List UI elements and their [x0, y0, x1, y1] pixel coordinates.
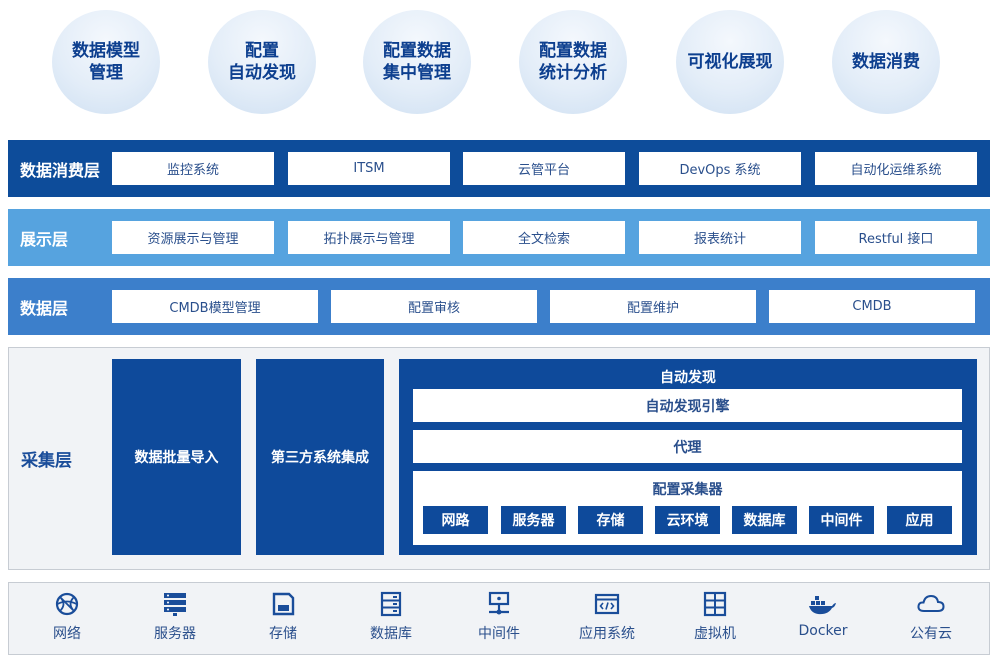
infra-item-database: 数据库 [343, 591, 439, 649]
server-icon [164, 593, 186, 616]
infra-label-application: 应用系统 [579, 626, 635, 642]
collector-item-database: 数据库 [732, 506, 797, 534]
data-layer-label: 数据层 [20, 299, 69, 318]
circle-data-consumption: 数据消费 [832, 10, 940, 114]
auto-discovery-engine: 自动发现引擎 [413, 389, 962, 422]
data-item-cmdb: CMDB [769, 290, 975, 323]
consumption-item-automation: 自动化运维系统 [815, 152, 977, 185]
data-item-audit: 配置审核 [331, 290, 537, 323]
infra-label-server: 服务器 [154, 626, 196, 642]
infra-label-cloud: 公有云 [910, 626, 952, 642]
infra-item-middleware: 中间件 [451, 591, 547, 649]
infra-label-virtual-machine: 虚拟机 [694, 626, 736, 642]
circle-statistical-analysis: 配置数据 统计分析 [519, 10, 627, 114]
consumption-layer: 数据消费层 监控系统 ITSM 云管平台 DevOps 系统 自动化运维系统 [8, 140, 990, 197]
infra-label-docker: Docker [798, 623, 848, 639]
infra-label-network: 网络 [53, 626, 81, 642]
consumption-layer-label: 数据消费层 [20, 161, 101, 180]
infra-label-database: 数据库 [370, 626, 412, 642]
infra-item-cloud: 公有云 [883, 591, 979, 649]
middleware-icon [488, 591, 510, 615]
infra-label-middleware: 中间件 [478, 626, 520, 642]
collector-item-cloud-env: 云环境 [655, 506, 720, 534]
data-item-cmdb-model: CMDB模型管理 [112, 290, 318, 323]
config-collector-title: 配置采集器 [652, 482, 723, 498]
circle-centralized-management: 配置数据 集中管理 [363, 10, 471, 114]
third-party-integration-block: 第三方系统集成 [256, 359, 384, 555]
display-layer: 展示层 资源展示与管理 拓扑展示与管理 全文检索 报表统计 Restful 接口 [8, 209, 990, 266]
infra-item-network: 网络 [19, 591, 115, 649]
circle-visualization: 可视化展现 [676, 10, 784, 114]
infra-item-server: 服务器 [127, 591, 223, 649]
display-item-resource: 资源展示与管理 [112, 221, 274, 254]
infra-item-storage: 存储 [235, 591, 331, 649]
docker-icon [809, 596, 836, 615]
data-layer: 数据层 CMDB模型管理 配置审核 配置维护 CMDB [8, 278, 990, 335]
collection-layer-label: 采集层 [21, 451, 72, 471]
infra-item-application: 应用系统 [559, 591, 655, 649]
batch-import-block: 数据批量导入 [112, 359, 241, 555]
data-item-maintenance: 配置维护 [550, 290, 756, 323]
infra-item-docker: Docker [775, 591, 871, 649]
collector-item-network: 网路 [423, 506, 488, 534]
consumption-item-monitoring: 监控系统 [112, 152, 274, 185]
display-layer-label: 展示层 [20, 230, 69, 249]
display-item-reports: 报表统计 [639, 221, 801, 254]
config-collector-panel: 配置采集器 网路 服务器 存储 云环境 数据库 中间件 应用 [413, 471, 962, 545]
collector-item-storage: 存储 [578, 506, 643, 534]
virtual-machine-icon [703, 591, 727, 617]
display-item-restful: Restful 接口 [815, 221, 977, 254]
collector-item-server: 服务器 [501, 506, 566, 534]
circle-auto-discovery: 配置 自动发现 [208, 10, 316, 114]
consumption-item-itsm: ITSM [288, 152, 450, 185]
collector-item-middleware: 中间件 [809, 506, 874, 534]
display-item-fulltext-search: 全文检索 [463, 221, 625, 254]
auto-discovery-block: 自动发现 自动发现引擎 代理 配置采集器 网路 服务器 存储 云环境 数据库 中… [399, 359, 977, 555]
collection-layer: 采集层 数据批量导入 第三方系统集成 自动发现 自动发现引擎 代理 配置采集器 … [8, 347, 990, 570]
database-icon [380, 591, 402, 617]
agent-bar: 代理 [413, 430, 962, 463]
infrastructure-bar: 网络 服务器 存储 数据库 [8, 582, 990, 655]
consumption-item-devops: DevOps 系统 [639, 152, 801, 185]
storage-icon [272, 592, 295, 616]
cloud-icon [917, 594, 945, 612]
network-icon [55, 592, 79, 616]
collector-item-application: 应用 [887, 506, 952, 534]
display-item-topology: 拓扑展示与管理 [288, 221, 450, 254]
auto-discovery-title: 自动发现 [660, 370, 716, 386]
infra-label-storage: 存储 [269, 626, 297, 642]
infra-item-virtual-machine: 虚拟机 [667, 591, 763, 649]
circle-data-model-management: 数据模型 管理 [52, 10, 160, 114]
application-icon [594, 593, 620, 615]
consumption-item-cloud-platform: 云管平台 [463, 152, 625, 185]
